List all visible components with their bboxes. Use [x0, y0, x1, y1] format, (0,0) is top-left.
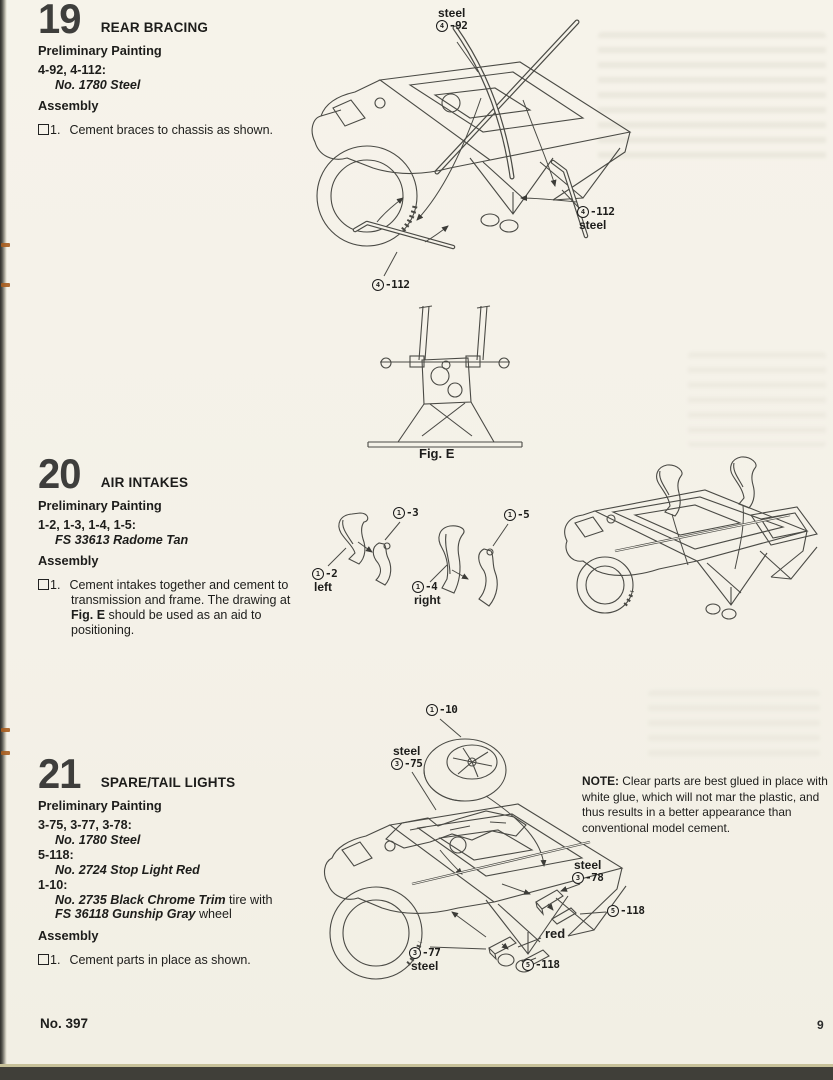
- part-ref-label: 1-10: [426, 703, 458, 717]
- part-ref-label: 1-2 left: [312, 567, 338, 594]
- part-note: right: [414, 592, 441, 607]
- part-note: steel: [438, 6, 466, 20]
- circled-number: 3: [391, 757, 403, 770]
- assembly-instruction: 1. Cement parts in place as shown.: [38, 953, 313, 968]
- part-ref-label: 4-112 steel: [577, 205, 615, 232]
- checkbox-icon: [38, 579, 49, 590]
- part-note: red: [545, 926, 566, 941]
- part-ref-label: 1-4 right: [412, 580, 441, 607]
- air-intake-parts-illustration: [327, 512, 509, 607]
- step-number: 21: [38, 750, 81, 797]
- step-number: 20: [38, 450, 81, 497]
- step-19-section: 19 REAR BRACING Preliminary Painting 4-9…: [38, 0, 300, 138]
- instruction-number: 1.: [50, 123, 61, 137]
- part-ref-label: steel 3-75: [391, 744, 423, 770]
- step-title: REAR BRACING: [100, 20, 209, 35]
- part-note: steel: [574, 858, 602, 872]
- part-ref-label: 5-118: [522, 958, 560, 972]
- circled-number: 1: [504, 509, 516, 522]
- part-note: steel: [579, 217, 607, 232]
- assembly-label: Assembly: [38, 553, 99, 568]
- checkbox-icon: [38, 124, 49, 135]
- part-ref-label: steel 3-78: [572, 858, 604, 884]
- fig-e-illustration: [367, 305, 523, 448]
- part-ref-label: steel 4-92: [436, 6, 468, 32]
- circled-number: 3: [572, 871, 584, 884]
- figure-caption: Fig. E: [419, 446, 455, 461]
- scan-left-edge: [0, 0, 7, 1080]
- instruction-text: should be used as an aid to positioning.: [71, 608, 262, 637]
- assembly-instruction: 1. Cement intakes together and cement to …: [38, 578, 311, 638]
- part-ref-label: 1-5: [504, 508, 530, 522]
- assembly-label: Assembly: [38, 98, 99, 113]
- binding-mark: [1, 283, 10, 287]
- page-number: 9: [817, 1018, 824, 1032]
- instruction-number: 1.: [50, 578, 61, 592]
- circled-number: 4: [577, 206, 589, 219]
- binding-mark: [1, 751, 10, 755]
- circled-number: 1: [426, 704, 438, 717]
- circled-number: 4: [372, 279, 384, 292]
- part-ref-label: red: [543, 926, 566, 941]
- part-ref-label: 3-77 steel: [409, 946, 441, 973]
- instruction-text: Cement intakes together and cement to tr…: [69, 578, 291, 607]
- parts-line: 1-10:: [38, 878, 68, 892]
- fig-e-reference: Fig. E: [71, 608, 106, 622]
- binding-mark: [1, 243, 10, 247]
- circled-number: 1: [312, 568, 324, 581]
- circled-number: 5: [522, 959, 534, 972]
- instruction-text: Cement parts in place as shown.: [69, 952, 251, 967]
- preliminary-painting-label: Preliminary Painting: [38, 43, 162, 58]
- part-ref-label: 1-3: [393, 506, 419, 520]
- paint-name: No. 2735 Black Chrome Trim tire with: [55, 892, 273, 907]
- part-note: steel: [411, 958, 439, 973]
- parts-line: 1-2, 1-3, 1-4, 1-5:: [38, 518, 136, 532]
- step-21-section: 21 SPARE/TAIL LIGHTS Preliminary Paintin…: [38, 750, 313, 968]
- parts-line: 5-118:: [38, 848, 74, 862]
- assembly-instruction: 1. Cement braces to chassis as shown.: [38, 123, 300, 138]
- paint-name: No. 2724 Stop Light Red: [55, 862, 200, 877]
- spare-tail-lights-illustration: [323, 718, 627, 980]
- print-bleedthrough: [688, 352, 826, 447]
- scan-bottom-edge: [0, 1064, 833, 1080]
- part-ref-label: 5-118: [607, 904, 645, 918]
- binding-mark: [1, 728, 10, 732]
- note-label: NOTE:: [582, 774, 619, 788]
- step-title: SPARE/TAIL LIGHTS: [100, 775, 236, 790]
- instruction-text: Cement braces to chassis as shown.: [69, 123, 274, 137]
- circled-number: 1: [412, 581, 424, 594]
- preliminary-painting-label: Preliminary Painting: [38, 798, 162, 813]
- circled-number: 3: [409, 947, 421, 960]
- instruction-number: 1.: [50, 952, 61, 967]
- note-text: NOTE: Clear parts are best glued in plac…: [582, 774, 828, 835]
- paint-name: FS 36118 Gunship Gray wheel: [55, 907, 232, 921]
- rear-bracing-illustration: [311, 19, 632, 277]
- parts-line: 4-92, 4-112:: [38, 63, 106, 77]
- preliminary-painting-label: Preliminary Painting: [38, 498, 162, 513]
- print-bleedthrough: [598, 32, 826, 162]
- chassis-air-intakes-illustration: [564, 456, 818, 620]
- circled-number: 4: [436, 19, 448, 32]
- paint-name: FS 33613 Radome Tan: [55, 532, 189, 547]
- step-20-section: 20 AIR INTAKES Preliminary Painting 1-2,…: [38, 450, 311, 638]
- paint-name: No. 1780 Steel: [55, 77, 141, 92]
- parts-line: 3-75, 3-77, 3-78:: [38, 818, 132, 832]
- paint-name: No. 1780 Steel: [55, 832, 141, 847]
- kit-number: No. 397: [40, 1016, 89, 1031]
- part-ref-label: 4-112: [372, 278, 410, 292]
- checkbox-icon: [38, 953, 49, 965]
- circled-number: 1: [393, 507, 405, 520]
- print-bleedthrough: [648, 690, 820, 760]
- part-note: steel: [393, 744, 421, 758]
- step-title: AIR INTAKES: [100, 475, 189, 490]
- circled-number: 5: [607, 905, 619, 918]
- part-note: left: [314, 579, 332, 594]
- assembly-label: Assembly: [38, 927, 99, 943]
- step-number: 19: [38, 0, 81, 42]
